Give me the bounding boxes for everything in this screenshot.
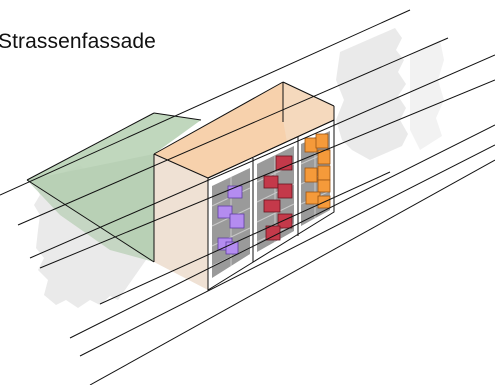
context-line-1 (0, 9, 411, 196)
context-line-2 (17, 37, 449, 226)
balcony-orange-3 (317, 149, 331, 165)
balcony-purple-2 (217, 205, 233, 219)
hatch-zone-right (336, 28, 408, 160)
red-balconies (263, 155, 293, 241)
green-block (27, 113, 201, 262)
context-line-3 (29, 54, 495, 259)
hatch-zone-far-right (410, 40, 444, 150)
green-block-body (27, 154, 154, 262)
balcony-orange-1 (304, 137, 318, 153)
balcony-purple-3 (229, 213, 245, 229)
street-lines (0, 9, 495, 386)
context-line-5 (99, 171, 391, 305)
street-edge-2 (79, 144, 495, 357)
orange-block (154, 82, 334, 290)
context-line-4 (39, 79, 495, 269)
balcony-orange-4 (304, 167, 318, 183)
balcony-orange-6 (317, 179, 331, 193)
orange-block-left-side (154, 154, 208, 290)
street-edge-3 (89, 159, 495, 386)
diagram-title: Strassenfassade (0, 30, 156, 53)
street-edge-1 (69, 124, 495, 339)
block-edges (26, 81, 335, 290)
purple-balconies (217, 185, 245, 255)
balcony-orange-2 (315, 133, 329, 149)
balcony-red-3 (277, 183, 293, 199)
balcony-orange-5 (317, 165, 331, 181)
balcony-red-2 (263, 175, 279, 189)
balcony-red-4 (263, 199, 281, 213)
balcony-red-1 (275, 155, 293, 171)
balcony-red-5 (277, 213, 293, 229)
balcony-red-6 (265, 225, 281, 241)
